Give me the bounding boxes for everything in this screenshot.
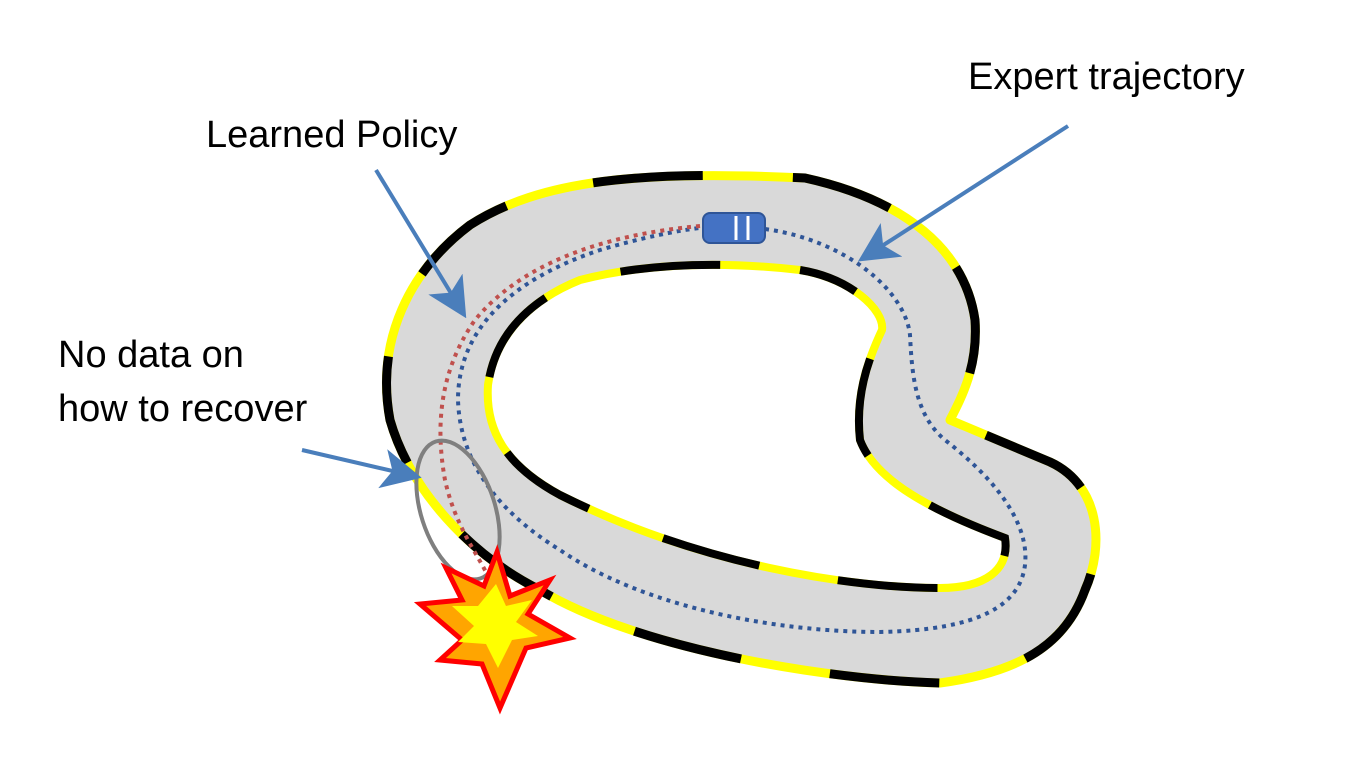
no-data-arrow: [301, 448, 422, 489]
explosion-icon: [413, 544, 577, 715]
no-data-label: No data on how to recover: [58, 328, 307, 436]
track-inner-border-black: [483, 260, 1010, 593]
expert-trajectory-path: [455, 226, 1028, 635]
recovery-region-ellipse: [414, 438, 502, 582]
expert-trajectory-label: Expert trajectory: [968, 56, 1245, 98]
track-outer-border-black: [382, 170, 1101, 688]
no-data-label-line2: how to recover: [58, 388, 308, 430]
no-data-label-line1: No data on: [58, 334, 244, 376]
car-icon: [702, 212, 766, 244]
learned-policy-arrow: [374, 168, 467, 319]
learned-policy-label: Learned Policy: [206, 114, 458, 156]
track-surface: [386, 175, 1096, 684]
expert-trajectory-arrow: [857, 124, 1070, 262]
learned-policy-path: [438, 224, 701, 577]
